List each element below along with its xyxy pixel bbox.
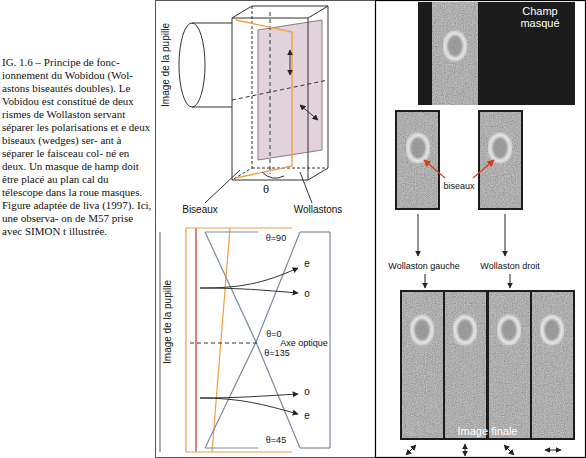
line-shape bbox=[300, 447, 330, 448]
image-panel: Champ masqué bbox=[418, 2, 575, 105]
line-shape bbox=[473, 160, 494, 178]
part-label: Wollastons bbox=[294, 204, 343, 216]
line-shape bbox=[252, 168, 328, 169]
line-shape bbox=[300, 105, 318, 120]
polyline-shape bbox=[205, 232, 256, 448]
ellipse-shape bbox=[455, 317, 475, 343]
ellipse-shape bbox=[408, 135, 428, 161]
ellipse-shape bbox=[490, 135, 510, 161]
middle-panel bbox=[156, 1, 376, 458]
rect-shape bbox=[400, 290, 575, 440]
part-label: Image de la pupille bbox=[160, 23, 172, 107]
line-shape bbox=[205, 231, 258, 232]
polyline-shape bbox=[232, 6, 328, 180]
rect-shape bbox=[395, 110, 440, 210]
rect-shape bbox=[445, 292, 486, 438]
line-shape bbox=[425, 274, 426, 288]
rect-shape bbox=[532, 292, 573, 438]
path-shape bbox=[200, 398, 298, 414]
rect-shape bbox=[432, 2, 478, 105]
part-label: Axe optique bbox=[279, 337, 329, 349]
part-label: o bbox=[304, 386, 310, 398]
part-label: e bbox=[304, 258, 310, 270]
part-label: θ bbox=[263, 183, 269, 195]
path-shape bbox=[262, 172, 284, 178]
line-shape bbox=[300, 231, 330, 232]
ellipse-shape bbox=[179, 23, 205, 107]
part-label: Wollaston gauche bbox=[388, 260, 459, 272]
figure-caption: IG. 1.6 – Principe de fonc- ionnement du… bbox=[2, 56, 152, 238]
rect-shape bbox=[397, 112, 438, 208]
polarization-arrows bbox=[406, 444, 561, 456]
right-panel bbox=[376, 1, 586, 458]
line-shape bbox=[192, 23, 232, 24]
line-shape bbox=[212, 228, 230, 452]
panel-title: Champ masqué bbox=[511, 5, 569, 29]
polyline-shape bbox=[232, 6, 252, 180]
rect-shape bbox=[402, 292, 443, 438]
polygon-shape bbox=[258, 20, 322, 160]
part-label: θ=135 bbox=[264, 347, 289, 359]
line-shape bbox=[505, 214, 506, 256]
polyline-shape bbox=[186, 228, 292, 452]
line-shape bbox=[190, 343, 258, 344]
line-shape bbox=[236, 20, 292, 32]
path-shape bbox=[200, 394, 298, 398]
part-label: o bbox=[304, 288, 310, 300]
rect-shape bbox=[480, 112, 521, 208]
line-shape bbox=[270, 12, 271, 174]
part-label: θ=45 bbox=[266, 434, 286, 446]
part-label: biseaux bbox=[443, 180, 474, 192]
line-shape bbox=[308, 6, 328, 18]
prism-drawing bbox=[179, 6, 328, 203]
masked-field-image bbox=[418, 2, 575, 105]
line-shape bbox=[424, 160, 445, 178]
part-label: Wollaston droit bbox=[480, 260, 539, 272]
ellipse-shape bbox=[542, 317, 562, 343]
ellipse-shape bbox=[412, 317, 432, 343]
line-shape bbox=[291, 32, 292, 166]
line-shape bbox=[465, 444, 466, 456]
panel-title: Image finale bbox=[400, 425, 575, 437]
rect-shape bbox=[478, 110, 523, 210]
ellipse-shape bbox=[499, 317, 519, 343]
ellipse-shape bbox=[445, 33, 465, 59]
line-shape bbox=[418, 214, 419, 256]
line-shape bbox=[160, 232, 161, 452]
line-shape bbox=[545, 450, 561, 451]
line-shape bbox=[205, 170, 240, 203]
line-shape bbox=[195, 228, 196, 452]
line-shape bbox=[510, 274, 511, 288]
rect-shape bbox=[418, 2, 575, 105]
final-image bbox=[400, 290, 575, 440]
line-shape bbox=[329, 232, 330, 448]
line-shape bbox=[300, 172, 312, 203]
line-shape bbox=[236, 166, 292, 178]
line-shape bbox=[290, 50, 291, 75]
image-panel: Image finale bbox=[400, 290, 575, 440]
path-shape bbox=[200, 268, 298, 288]
schematic bbox=[160, 228, 330, 452]
rect-shape bbox=[489, 292, 530, 438]
line-shape bbox=[205, 447, 258, 448]
part-label: Image de la pupille bbox=[162, 280, 174, 364]
line-shape bbox=[192, 107, 232, 108]
line-shape bbox=[406, 445, 416, 455]
path-shape bbox=[200, 288, 298, 293]
line-shape bbox=[504, 445, 514, 455]
line-shape bbox=[232, 80, 328, 100]
part-label: Biseaux bbox=[182, 204, 218, 216]
part-label: θ=90 bbox=[266, 232, 286, 244]
part-label: e bbox=[304, 410, 310, 422]
